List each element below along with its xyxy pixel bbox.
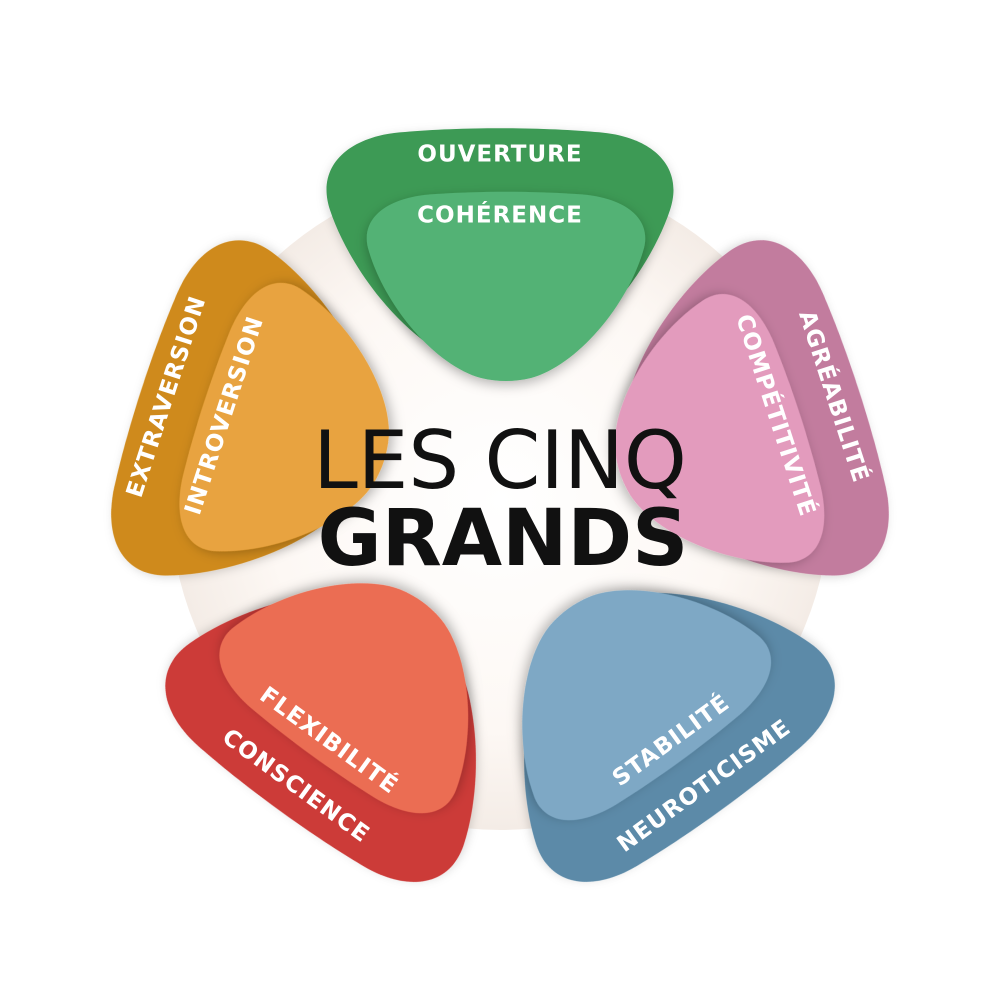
title-line1: LES CINQ [313, 414, 687, 507]
petals-layer: OUVERTURECOHÉRENCEAGRÉABILITÉCOMPÉTITIVI… [88, 128, 912, 912]
title-line2: GRANDS [318, 494, 689, 584]
petal-inner-label-ouverture: COHÉRENCE [417, 201, 583, 229]
petal-ouverture: OUVERTURE COHÉRENCE [326, 128, 674, 381]
petal-outer-label-ouverture: OUVERTURE [417, 142, 582, 168]
